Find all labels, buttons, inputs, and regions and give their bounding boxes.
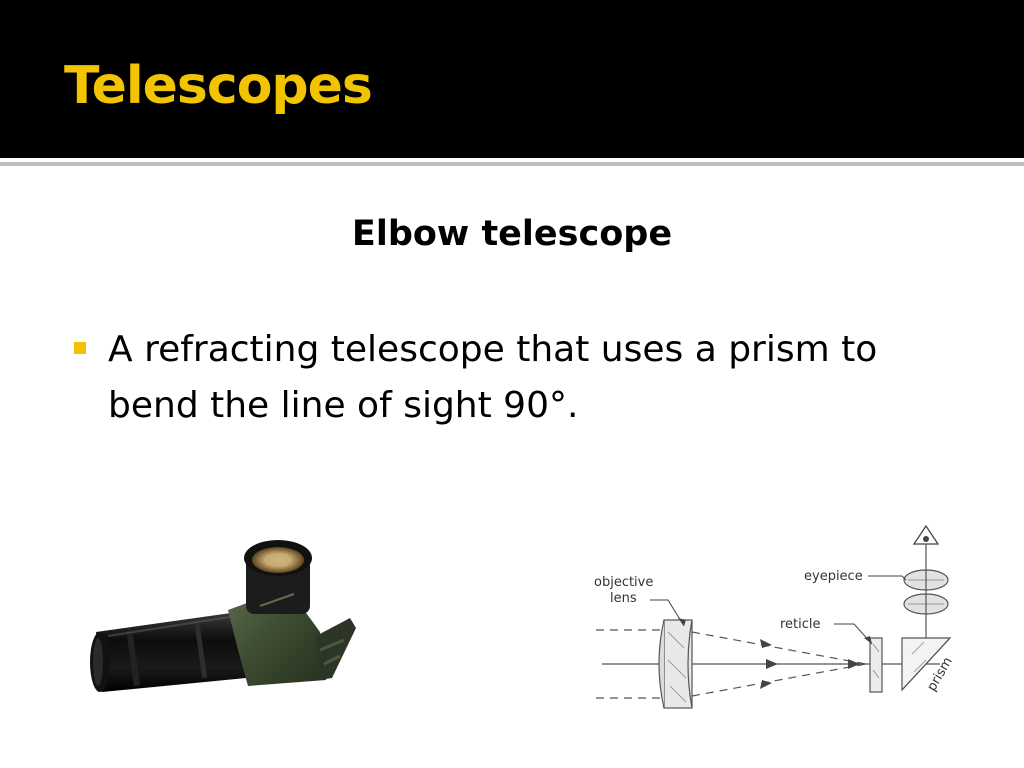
bullet-text: A refracting telescope that uses a prism… [108, 329, 878, 426]
bullet-item: A refracting telescope that uses a prism… [72, 322, 972, 434]
reticle-label: reticle [780, 617, 821, 632]
elbow-telescope-diagram: objective lens eyepiece reticle prism [594, 524, 956, 709]
eyepiece-label: eyepiece [804, 569, 863, 584]
square-bullet-icon [74, 342, 86, 354]
slide-subtitle: Elbow telescope [351, 214, 673, 254]
objective-label-line1: objective [594, 575, 653, 590]
objective-lens-shape [658, 619, 693, 709]
bullet-list: A refracting telescope that uses a prism… [72, 322, 972, 434]
eye-icon [912, 524, 940, 545]
objective-label-line2: lens [610, 591, 637, 606]
reticle-shape [869, 637, 883, 693]
title-divider [0, 158, 1024, 162]
title-divider-shadow [0, 162, 1024, 166]
slide-title: Telescopes [64, 56, 373, 116]
elbow-telescope-photo [90, 540, 356, 692]
title-bar [0, 0, 1024, 158]
